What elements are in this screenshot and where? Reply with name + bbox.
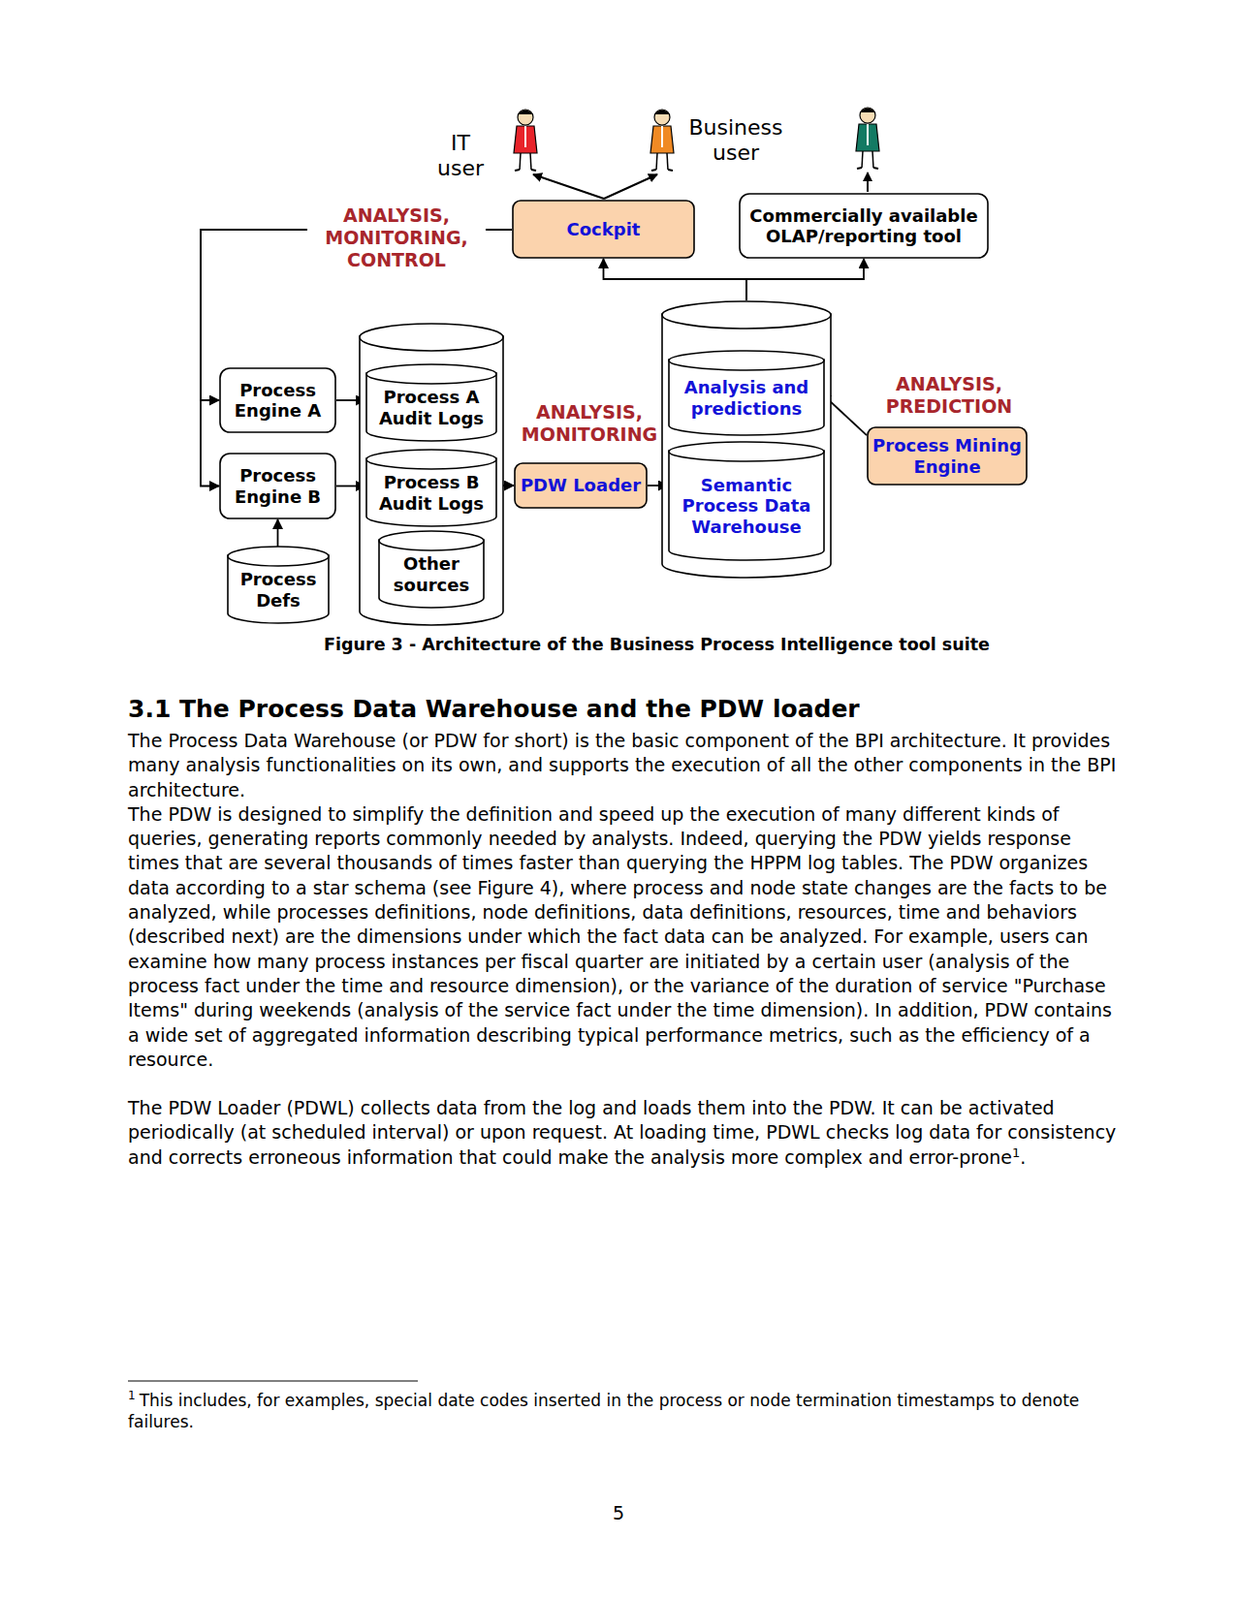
cylinder-top: [227, 546, 329, 567]
cylinder-top: [662, 301, 831, 329]
node-text-area: Process A Audit Logs: [370, 384, 493, 431]
connector: [603, 258, 748, 301]
paragraph: The PDW is designed to simplify the defi…: [127, 802, 1127, 1073]
paragraph: The PDW Loader (PDWL) collects data from…: [127, 1096, 1127, 1171]
database-cylinder: Process A Audit LogsProcess B Audit Logs…: [358, 322, 505, 627]
activity-label: ANALYSIS, PREDICTION: [867, 373, 1031, 418]
box-border: [220, 453, 336, 519]
node-text-area: Semantic Process Data Warehouse: [672, 462, 821, 550]
box-border: [220, 368, 336, 433]
tool-box: Cockpit: [511, 199, 696, 259]
tool-box: Commercially available OLAP/reporting to…: [738, 192, 989, 259]
node-label: Process Engine A: [223, 380, 332, 421]
figure-caption: Figure 3 - Architecture of the Business …: [0, 634, 1236, 655]
database-cylinder: Analysis and predictions: [667, 349, 825, 437]
database-cylinder: Other sources: [378, 530, 485, 609]
node-text-area: Process Mining Engine: [871, 429, 1023, 483]
engine-box: Process Mining Engine: [866, 426, 1028, 486]
node-label: Process A Audit Logs: [370, 386, 493, 428]
business-user-figure: [650, 109, 674, 171]
box-border: [867, 427, 1027, 485]
database-cylinder: Process A Audit Logs: [365, 363, 498, 443]
node-label: Analysis and predictions: [672, 377, 821, 418]
box-border: [739, 193, 988, 258]
database-cylinder: Process Defs: [226, 545, 330, 625]
body-text: The Process Data Warehouse (or PDW for s…: [127, 728, 1127, 1171]
box-border: [514, 463, 647, 508]
node-label: Process Engine B: [223, 465, 332, 507]
node-text-area: Process Engine B: [223, 455, 332, 517]
node-text-area: Cockpit: [516, 202, 691, 256]
cylinder-top: [379, 531, 484, 551]
cylinder-body: [668, 450, 824, 561]
warehouse-cylinder: Analysis and predictionsSemantic Process…: [661, 300, 832, 579]
footnote-mark: 1: [127, 1389, 136, 1403]
cylinder-body: [662, 314, 831, 578]
node-text-area: Other sources: [382, 551, 480, 598]
cylinder-top: [366, 364, 497, 384]
node-label: Semantic Process Data Warehouse: [672, 475, 821, 538]
node-text-area: Analysis and predictions: [672, 371, 821, 425]
loader-box: PDW Loader: [513, 462, 648, 509]
node-text-area: Process Defs: [231, 567, 325, 613]
user-label: Business user: [678, 115, 793, 166]
node-text-area: Commercially available OLAP/reporting to…: [743, 195, 984, 256]
user-label: IT user: [426, 130, 495, 182]
node-label: Other sources: [382, 553, 480, 595]
database-cylinder: Semantic Process Data Warehouse: [667, 441, 825, 562]
user-arrow: [603, 174, 658, 199]
connector: [746, 258, 864, 301]
paragraph-text: The PDW Loader (PDWL) collects data from…: [127, 1097, 1116, 1169]
cylinder-top: [366, 449, 497, 470]
cylinder-top: [359, 323, 504, 351]
footnote: 1This includes, for examples, special da…: [127, 1390, 1117, 1433]
footnote-rule: [127, 1381, 418, 1383]
node-text-area: PDW Loader: [518, 465, 643, 507]
box-border: [512, 200, 695, 258]
paragraph-text: .: [1019, 1146, 1026, 1169]
node-label: Process B Audit Logs: [370, 472, 493, 513]
paragraph: The Process Data Warehouse (or PDW for s…: [127, 728, 1127, 803]
database-cylinder: Process B Audit Logs: [365, 448, 498, 528]
engine-box: Process Engine B: [219, 452, 337, 520]
node-label: Commercially available OLAP/reporting to…: [743, 205, 984, 247]
footnote-mark: 1: [1012, 1144, 1020, 1160]
cylinder-body: [359, 336, 504, 626]
edge-label: ANALYSIS, MONITORING, CONTROL: [307, 204, 486, 272]
section-heading: 3.1 The Process Data Warehouse and the P…: [127, 695, 1127, 724]
connector: [277, 519, 280, 547]
cylinder-top: [668, 350, 824, 371]
node-label: Cockpit: [567, 219, 641, 240]
analyst-figure: [855, 107, 880, 169]
node-text-area: Process Engine A: [223, 370, 332, 431]
node-label: Process Defs: [231, 569, 325, 610]
node-text-area: Process B Audit Logs: [370, 470, 493, 516]
it-user-figure: [513, 109, 538, 171]
page-number: 5: [581, 1502, 656, 1524]
user-arrow: [533, 174, 604, 199]
node-label: Process Mining Engine: [871, 435, 1023, 476]
node-label: PDW Loader: [520, 475, 641, 496]
engine-box: Process Engine A: [219, 367, 337, 434]
cylinder-top: [668, 442, 824, 462]
footnote-text: This includes, for examples, special dat…: [127, 1391, 1079, 1432]
activity-label: ANALYSIS, MONITORING: [507, 401, 671, 446]
user-arrow: [866, 172, 869, 192]
